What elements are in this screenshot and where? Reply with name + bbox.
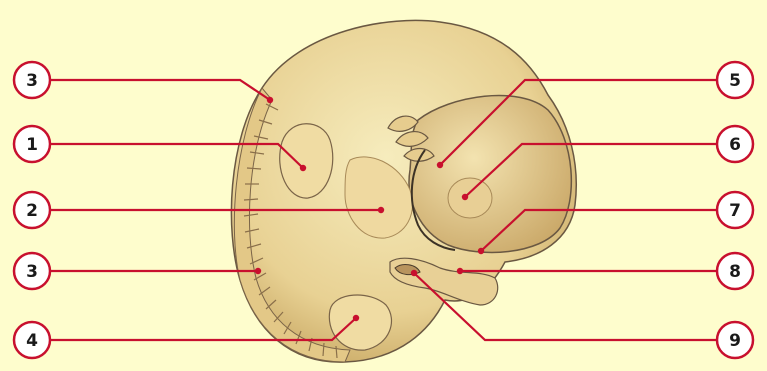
label-7-text: 7 <box>729 201 741 221</box>
label-7: 7 <box>717 192 753 228</box>
label-6: 6 <box>717 126 753 162</box>
label-1-text: 1 <box>26 135 38 155</box>
optic-region <box>448 178 492 218</box>
label-3-top: 3 <box>14 62 50 98</box>
label-4: 4 <box>14 322 50 358</box>
leader-dot-7 <box>478 248 484 254</box>
label-8: 8 <box>717 253 753 289</box>
leader-dot-3-bottom <box>255 268 261 274</box>
label-5-text: 5 <box>729 71 741 91</box>
label-6-text: 6 <box>729 135 741 155</box>
leader-dot-8 <box>457 268 463 274</box>
label-9: 9 <box>717 322 753 358</box>
leader-dot-4 <box>353 315 359 321</box>
label-3-top-text: 3 <box>26 71 38 91</box>
leader-dot-6 <box>462 194 468 200</box>
label-2: 2 <box>14 192 50 228</box>
embryo-illustration <box>231 20 576 362</box>
leader-dot-1 <box>300 165 306 171</box>
label-8-text: 8 <box>729 262 741 282</box>
label-9-text: 9 <box>729 331 741 351</box>
label-5: 5 <box>717 62 753 98</box>
leader-line-3-top <box>50 80 270 100</box>
label-1: 1 <box>14 126 50 162</box>
label-4-text: 4 <box>26 331 38 351</box>
leader-dot-3-top <box>267 97 273 103</box>
label-3-bottom: 3 <box>14 253 50 289</box>
label-2-text: 2 <box>26 201 38 221</box>
leader-dot-9 <box>411 270 417 276</box>
label-3-bottom-text: 3 <box>26 262 38 282</box>
leader-dot-5 <box>437 162 443 168</box>
leader-dot-2 <box>378 207 384 213</box>
limb-bud-upper <box>280 124 333 198</box>
